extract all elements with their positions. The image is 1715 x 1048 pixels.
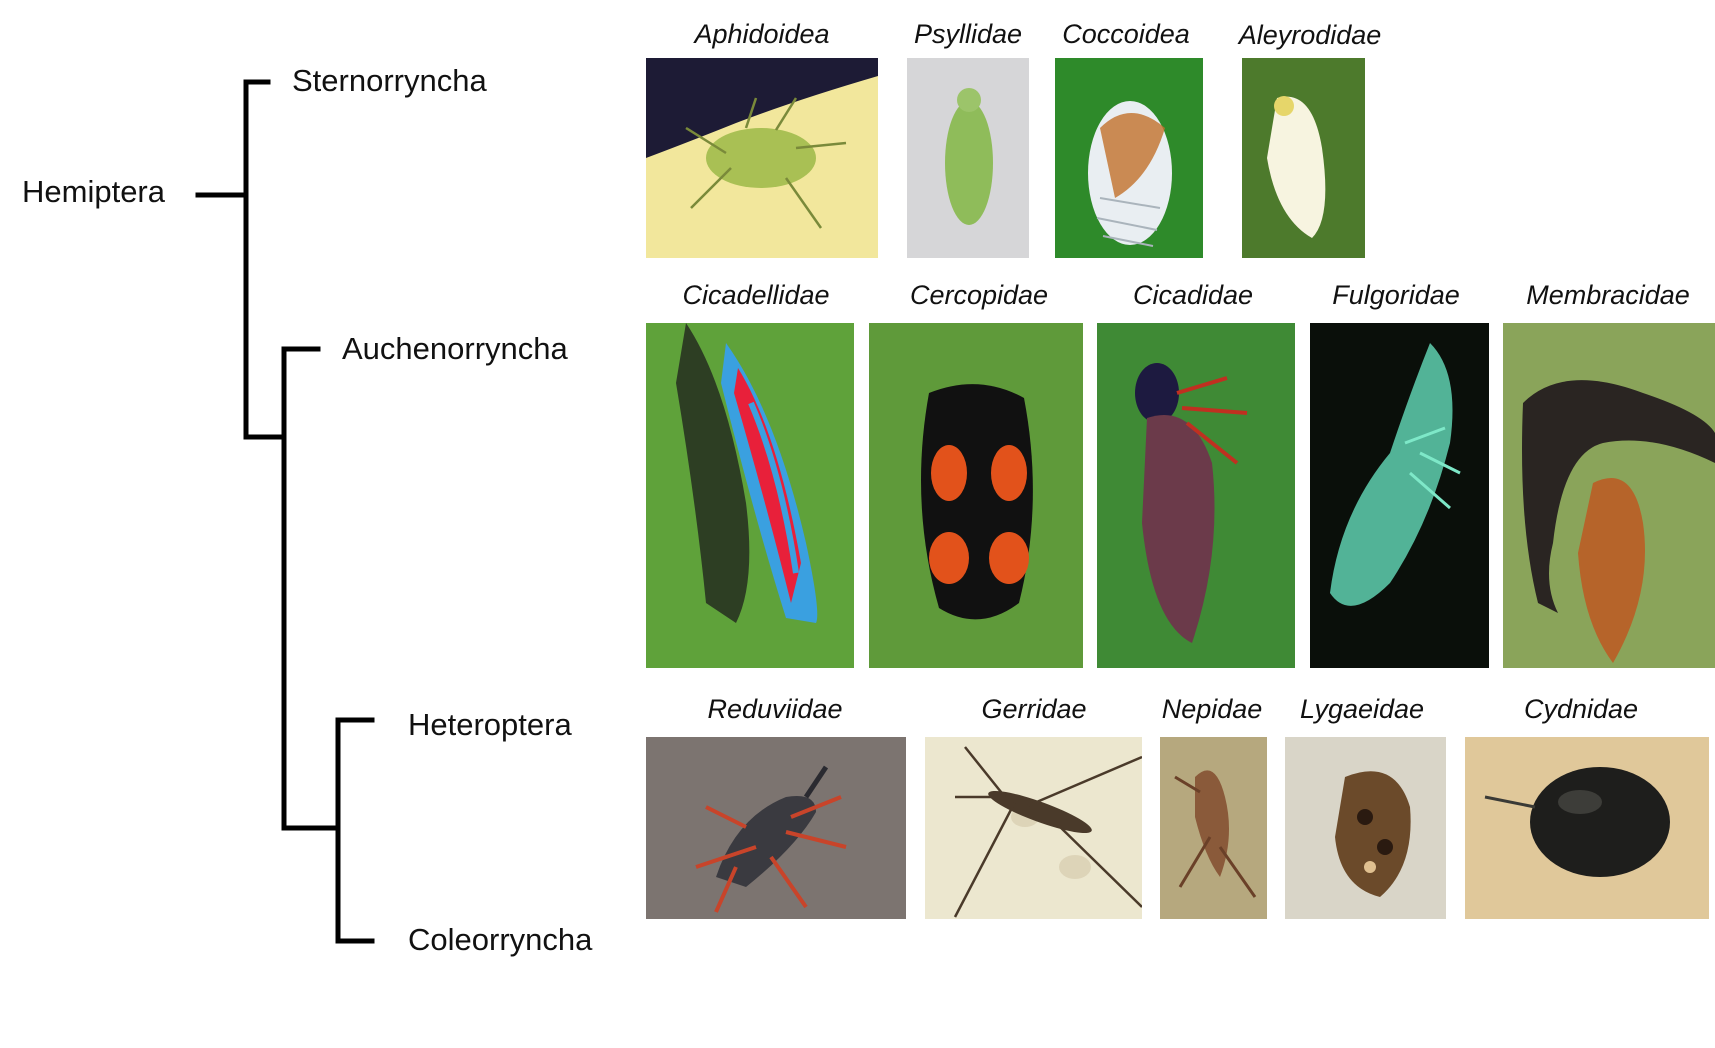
caption-coccoidea: Coccoidea [1062, 21, 1190, 48]
caption-membracidae: Membracidae [1526, 282, 1690, 309]
caption-cydnidae: Cydnidae [1524, 696, 1638, 723]
leafhopper-photo-icon[interactable] [646, 323, 854, 668]
caption-psyllidae: Psyllidae [914, 21, 1022, 48]
sternorrhyncha-label: Sternorryncha [292, 65, 487, 96]
heteroptera-label: Heteroptera [408, 709, 572, 740]
psyllid-photo-icon[interactable] [907, 58, 1029, 258]
cicada-photo-icon[interactable] [1097, 323, 1295, 668]
lanternfly-photo-icon[interactable] [1310, 323, 1489, 668]
treehopper-photo-icon[interactable] [1503, 323, 1715, 668]
assassin-bug-photo-icon[interactable] [646, 737, 906, 919]
caption-cicadellidae: Cicadellidae [682, 282, 829, 309]
seed-bug-photo-icon[interactable] [1285, 737, 1446, 919]
aphid-photo-icon[interactable] [646, 58, 878, 258]
coleorrhyncha-label: Coleorryncha [408, 924, 592, 955]
caption-lygaeidae: Lygaeidae [1300, 696, 1424, 723]
caption-reduviidae: Reduviidae [707, 696, 842, 723]
whitefly-photo-icon[interactable] [1242, 58, 1365, 258]
froghopper-photo-icon[interactable] [869, 323, 1083, 668]
caption-aleyrodidae: Aleyrodidae [1239, 22, 1382, 49]
caption-cercopidae: Cercopidae [910, 282, 1048, 309]
burrower-bug-photo-icon[interactable] [1465, 737, 1709, 919]
auchenorrhyncha-label: Auchenorryncha [342, 333, 568, 364]
hemiptera-label: Hemiptera [22, 176, 165, 207]
caption-cicadidae: Cicadidae [1133, 282, 1253, 309]
caption-aphidoidea: Aphidoidea [694, 21, 829, 48]
scale-insect-photo-icon[interactable] [1055, 58, 1203, 258]
caption-fulgoridae: Fulgoridae [1332, 282, 1460, 309]
caption-gerridae: Gerridae [981, 696, 1086, 723]
caption-nepidae: Nepidae [1162, 696, 1263, 723]
water-scorpion-photo-icon[interactable] [1160, 737, 1267, 919]
water-strider-photo-icon[interactable] [925, 737, 1142, 919]
